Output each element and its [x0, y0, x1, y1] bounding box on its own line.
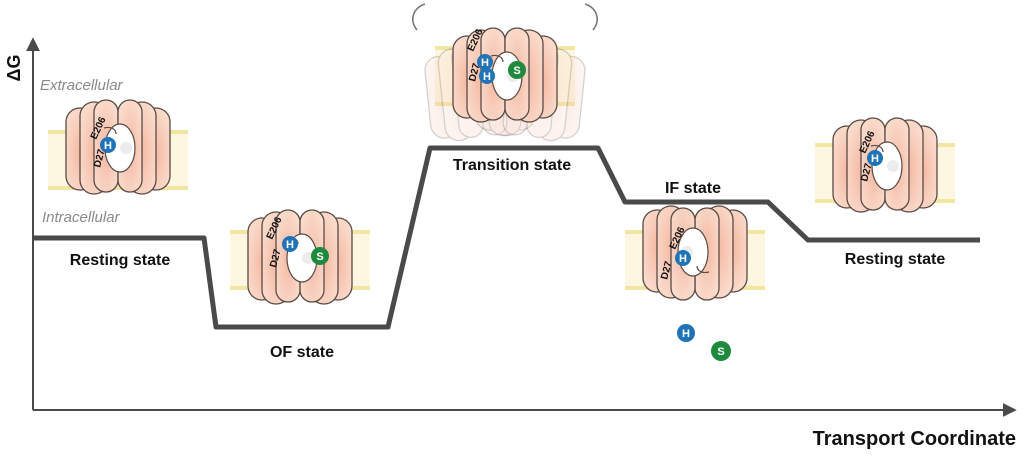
- axes: ΔG Transport Coordinate: [4, 37, 1017, 450]
- proton-icon: H: [675, 250, 691, 266]
- svg-text:H: H: [679, 253, 687, 265]
- released-substrate-icon: S: [711, 341, 731, 361]
- svg-text:S: S: [316, 251, 323, 263]
- released-proton-icon: H: [677, 324, 695, 342]
- svg-text:H: H: [286, 239, 294, 251]
- transporter-transition-state: E206 D27 H H S: [412, 3, 598, 145]
- intracellular-label: Intracellular: [42, 209, 121, 226]
- svg-text:H: H: [682, 328, 690, 340]
- residue-d27-label: D27: [659, 260, 674, 281]
- svg-text:H: H: [483, 71, 491, 83]
- svg-text:H: H: [104, 140, 112, 152]
- svg-text:H: H: [871, 153, 879, 165]
- state-label-resting-left: Resting state: [70, 252, 171, 269]
- proton-icon: H: [479, 68, 495, 84]
- proton-icon: H: [867, 150, 883, 166]
- vibration-right-icon: [584, 3, 598, 31]
- proton-icon: H: [282, 236, 298, 252]
- vibration-left-icon: [412, 3, 426, 31]
- energy-profile-line: [33, 145, 980, 330]
- proton-icon: H: [100, 137, 116, 153]
- state-label-of: OF state: [270, 344, 334, 361]
- transporter-resting-right: E206 D27 H: [815, 117, 955, 213]
- svg-text:S: S: [717, 346, 724, 358]
- y-axis-label: ΔG: [4, 55, 24, 82]
- state-label-transition: Transition state: [453, 157, 571, 174]
- svg-text:H: H: [481, 57, 489, 69]
- transporter-resting-left: E206 D27 H: [48, 99, 188, 195]
- residue-d27-label: D27: [268, 248, 283, 269]
- residue-d27-label: D27: [859, 162, 874, 183]
- substrate-icon: S: [508, 61, 526, 79]
- x-axis-label: Transport Coordinate: [813, 428, 1016, 450]
- svg-text:S: S: [513, 65, 520, 77]
- residue-d27-label: D27: [92, 148, 107, 169]
- state-label-if: IF state: [665, 180, 721, 197]
- extracellular-label: Extracellular: [40, 77, 124, 94]
- transporter-of-state: E206 D27 H S: [230, 209, 370, 305]
- substrate-icon: S: [311, 247, 329, 265]
- state-label-resting-right: Resting state: [845, 251, 946, 268]
- transporter-if-state: E206 D27 H: [625, 205, 765, 301]
- proton-icon: H: [477, 54, 493, 70]
